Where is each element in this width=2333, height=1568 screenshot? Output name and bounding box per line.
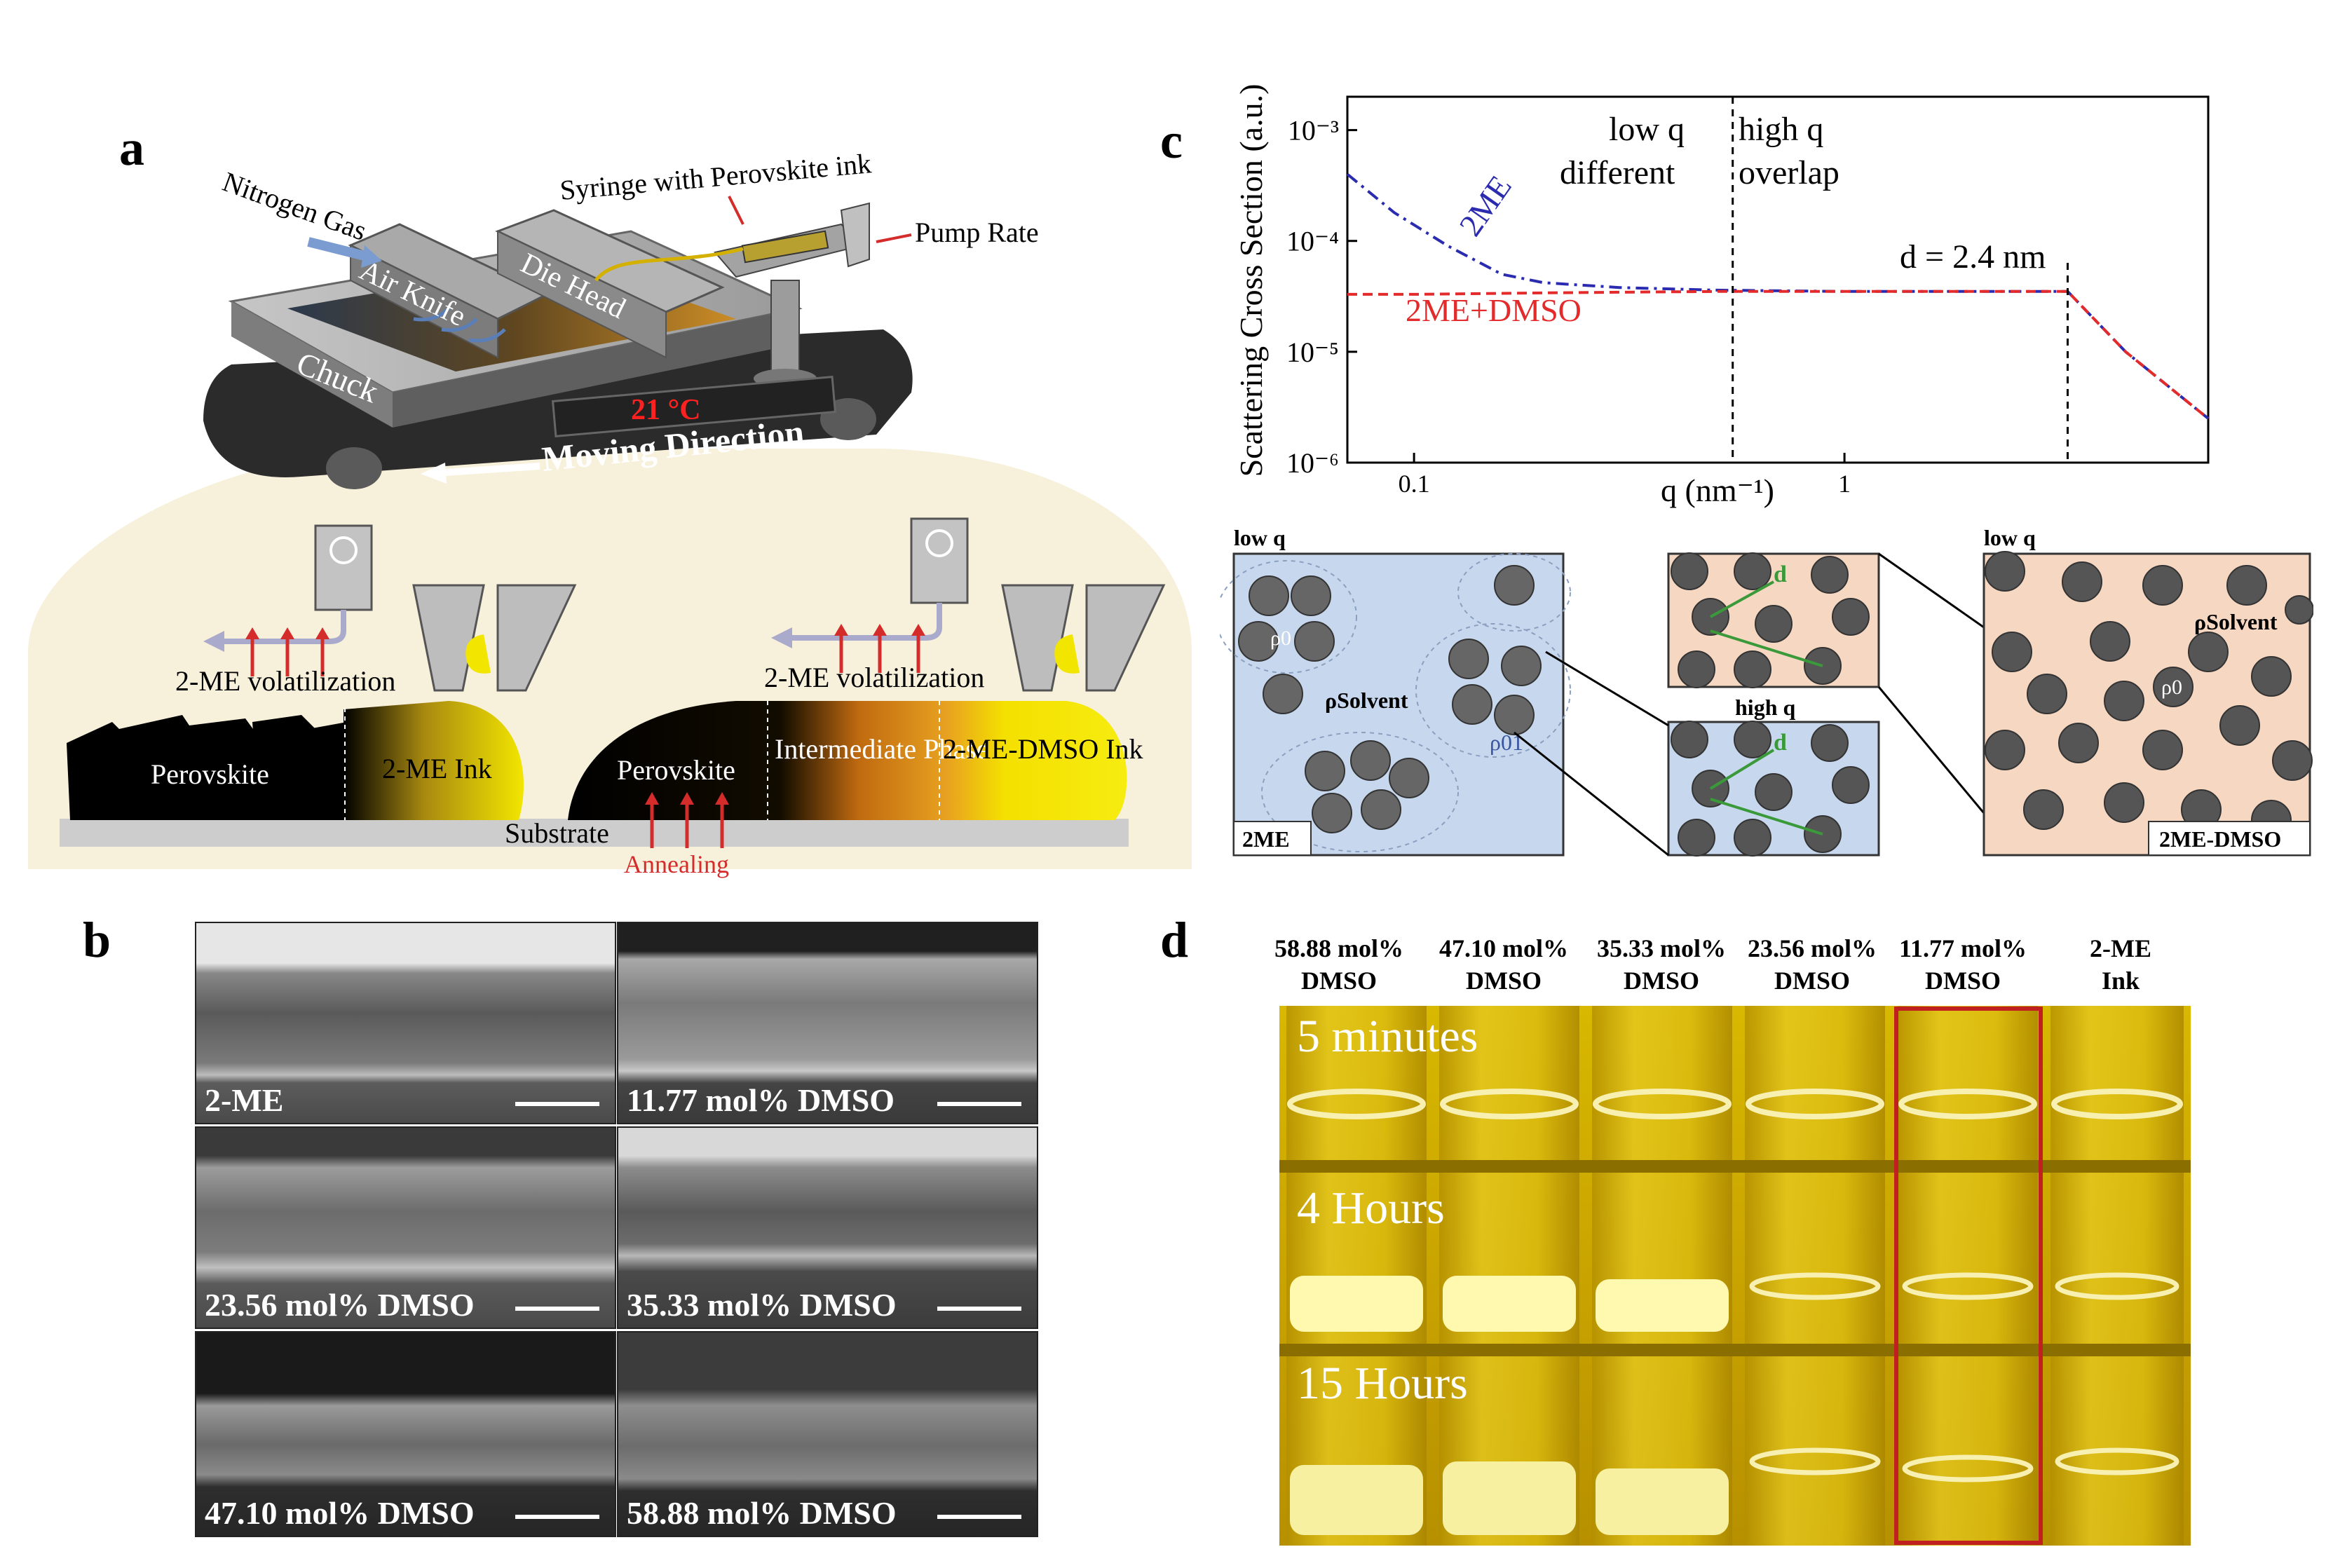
sem-image-47-10: 47.10 mol% DMSO [195,1331,616,1537]
sem-image-11-77: 11.77 mol% DMSO [617,922,1038,1124]
annotation-different: different [1560,154,1675,191]
highlight-box [1894,1007,2043,1545]
annotation-overlap: overlap [1739,154,1839,191]
vial-header-5: 11.77 mol%DMSO [1898,934,2027,995]
particle-diagrams: low q ρ0 ρSolvent ρ01 2ME d high q d low [1220,525,2313,857]
scale-bar [515,1515,599,1519]
volatilization-right-label: 2-ME volatilization [764,662,984,693]
x-tick-label: 0.1 [1399,470,1430,498]
panel-label-d: d [1160,912,1189,968]
volatilization-left-label: 2-ME volatilization [175,665,395,697]
annealing-label: Annealing [624,850,729,878]
box-2me-label: 2ME [1242,826,1290,852]
panel-label-c: c [1160,113,1183,169]
scale-bar [515,1307,599,1311]
vial-header-1: 58.88 mol%DMSO [1274,934,1403,995]
rho0-label-right: ρ0 [2161,676,2182,699]
dmso-ink-label: 2-ME-DMSO Ink [943,733,1143,765]
ink-left-label: 2-ME Ink [382,753,492,784]
x-tick-label: 1 [1838,470,1851,498]
panel-label-a: a [119,120,144,176]
scale-bar [515,1102,599,1106]
panel-label-b: b [83,912,111,968]
sem-label: 23.56 mol% DMSO [205,1287,475,1323]
y-axis-label: Scattering Cross Section (a.u.) [1233,84,1269,477]
y-tick-label: 10⁻⁴ [1286,226,1339,257]
perovskite-right-label: Perovskite [617,754,735,786]
temperature-display [551,376,837,437]
pump-rate-label: Pump Rate [915,217,1039,248]
rho-solvent-label: ρSolvent [1325,688,1408,713]
syringe-label: Syringe with Perovskite ink [559,147,873,206]
low-q-label-right: low q [1984,525,2036,550]
perovskite-crystals-left [67,715,347,820]
vial-header-4: 23.56 mol%DMSO [1748,934,1877,995]
d-label-top: d [1774,561,1787,587]
y-tick-label: 10⁻⁶ [1286,447,1339,479]
high-q-label: high q [1735,695,1795,720]
ink-right [568,701,1127,820]
scattering-chart: 10⁻³ 10⁻⁴ 10⁻⁵ 10⁻⁶ 0.1 1 Scattering Cross S… [1233,84,2210,508]
sem-label: 11.77 mol% DMSO [627,1082,895,1118]
nitrogen-gas-label: Nitrogen Gas [219,165,371,247]
legend-2me: 2ME [1452,169,1518,243]
time-label-5-minutes: 5 minutes [1297,1011,1478,1062]
scale-bar [937,1102,1021,1106]
time-label-15-hours: 15 Hours [1297,1358,1468,1409]
ink-left [344,701,524,820]
scale-bar [937,1307,1021,1311]
annotation-low-q: low q [1609,111,1685,148]
sem-image-23-56: 23.56 mol% DMSO [195,1126,616,1329]
sem-label: 58.88 mol% DMSO [627,1495,897,1531]
scale-bar [937,1515,1021,1519]
vial-header-2: 47.10 mol%DMSO [1439,934,1568,995]
series-line-1 [1347,289,2210,420]
box-2me-dmso-label: 2ME-DMSO [2159,826,2281,852]
sem-image-2me: 2-ME [195,922,616,1124]
sem-label: 35.33 mol% DMSO [627,1287,897,1323]
rho01-label: ρ01 [1490,730,1523,755]
intermediate-label: Intermediate Phase [775,733,988,765]
sem-label: 47.10 mol% DMSO [205,1495,475,1531]
d-label-bottom: d [1774,730,1787,756]
sem-label: 2-ME [205,1082,284,1118]
y-tick-label: 10⁻³ [1288,115,1339,146]
plot-frame [1346,95,2210,464]
annotation-d: d = 2.4 nm [1900,238,2046,275]
annotation-high-q: high q [1739,111,1823,148]
time-label-4-hours: 4 Hours [1297,1182,1445,1234]
sem-image-58-88: 58.88 mol% DMSO [617,1331,1038,1537]
vial-header-3: 35.33 mol%DMSO [1597,934,1726,995]
low-q-label-left: low q [1234,525,1286,550]
substrate-label: Substrate [505,817,609,849]
vial-photo: 5 minutes 4 Hours 15 Hours [1279,1006,2191,1546]
y-tick-label: 10⁻⁵ [1286,336,1339,368]
perovskite-left-label: Perovskite [151,758,269,790]
x-axis-label: q (nm⁻¹) [1661,472,1774,508]
substrate [60,819,1129,847]
panel-a-coating-diagram: 21 °C Moving Direction Nitrogen Gas Air … [28,147,1192,878]
rho-solvent-label-right: ρSolvent [2194,609,2278,634]
temperature-label: 21 °C [631,394,701,426]
sem-image-35-33: 35.33 mol% DMSO [617,1126,1038,1329]
legend-2me-dmso: 2ME+DMSO [1406,292,1582,328]
rho0-label: ρ0 [1270,627,1291,650]
